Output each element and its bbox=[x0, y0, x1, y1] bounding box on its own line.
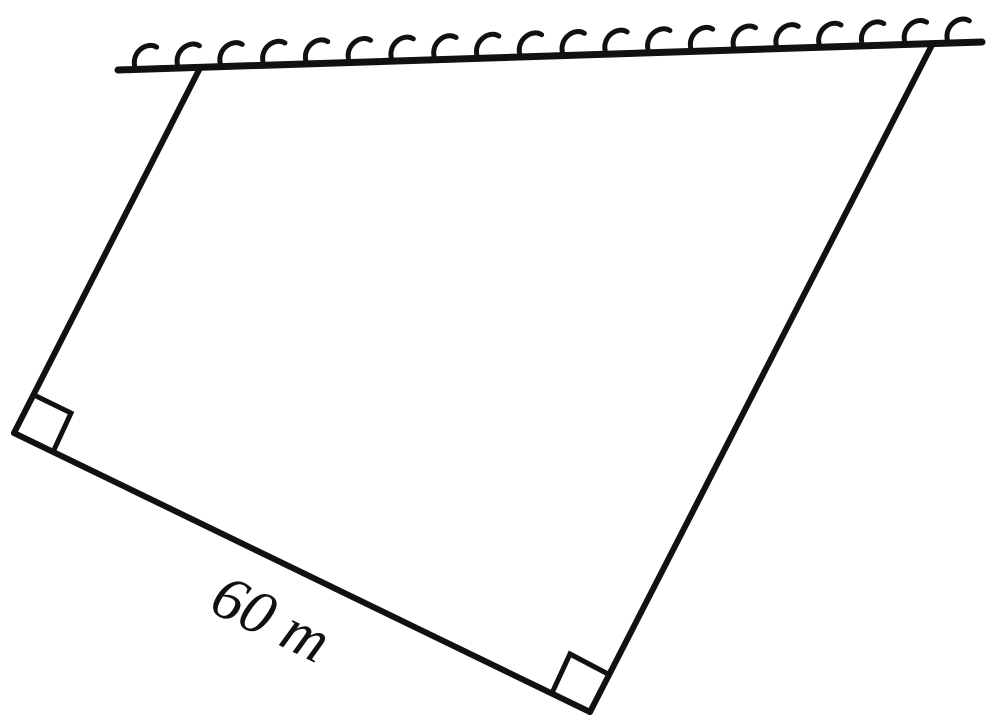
wall-hatch-mark bbox=[687, 24, 716, 51]
wall-hatch-mark bbox=[474, 31, 502, 58]
wall-hatching bbox=[131, 16, 972, 69]
wall-hatch-mark bbox=[730, 23, 758, 50]
bottom-side bbox=[11, 430, 593, 715]
wall-hatch-mark bbox=[302, 37, 331, 64]
wall-line bbox=[114, 38, 986, 74]
wall-hatch-mark bbox=[217, 40, 245, 66]
field-outline bbox=[11, 42, 935, 715]
wall-hatch-mark bbox=[516, 30, 545, 57]
wall-hatch-mark bbox=[260, 38, 288, 65]
left-side bbox=[11, 65, 203, 436]
right-angle-marker-bottom bbox=[549, 650, 610, 695]
wall-hatch-mark bbox=[816, 20, 844, 47]
wall-hatch-mark bbox=[944, 16, 972, 43]
wall-hatch-mark bbox=[859, 19, 887, 46]
wall-hatch-mark bbox=[645, 26, 673, 53]
wall-hatch-mark bbox=[901, 18, 930, 44]
wall-hatch-mark bbox=[388, 34, 416, 61]
wall-hatch-mark bbox=[773, 22, 801, 48]
wall-hatch-mark bbox=[559, 29, 587, 55]
wall bbox=[114, 16, 986, 74]
wall-hatch-mark bbox=[602, 27, 630, 54]
wall-hatch-mark bbox=[174, 41, 202, 68]
wall-hatch-mark bbox=[431, 33, 459, 59]
right-angle-marker-left bbox=[32, 392, 75, 454]
right-side bbox=[587, 42, 935, 715]
wall-hatch-mark bbox=[345, 36, 374, 62]
wall-hatch-mark bbox=[131, 42, 160, 69]
